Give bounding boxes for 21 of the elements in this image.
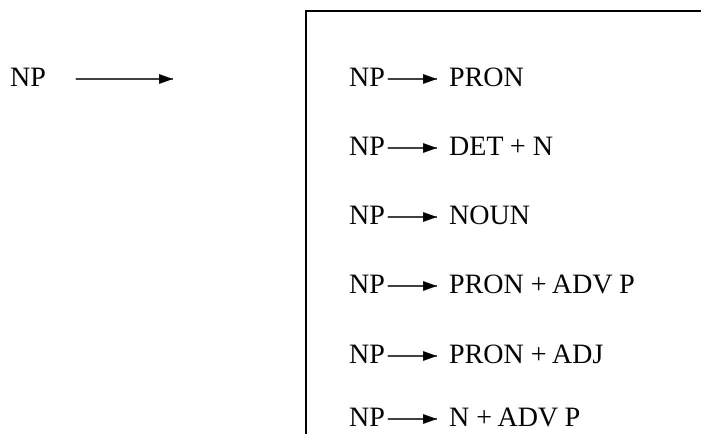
rule-symbol: NP <box>349 62 385 94</box>
rule-symbol: N + ADV P <box>449 402 580 434</box>
arrow <box>76 74 173 84</box>
rule-symbol: PRON + ADV P <box>449 269 635 301</box>
rule-symbol: NP <box>349 200 385 232</box>
rule-symbol: NP <box>349 131 385 163</box>
rule-symbol: NOUN <box>449 200 530 232</box>
arrow <box>388 414 437 424</box>
rule-symbol: NP <box>349 402 385 434</box>
rule-symbol: NP <box>349 269 385 301</box>
rule-symbol: NP <box>349 339 385 371</box>
rule-symbol: PRON + ADJ <box>449 339 604 371</box>
rule-symbol: PRON <box>449 62 524 94</box>
arrow <box>388 281 437 291</box>
arrow <box>388 212 437 222</box>
rule-symbol: DET + N <box>449 131 553 163</box>
rule-symbol: NP <box>10 62 46 94</box>
bracket-frame <box>305 10 701 434</box>
arrow <box>388 74 437 84</box>
arrow <box>388 351 437 361</box>
arrow <box>388 143 437 153</box>
